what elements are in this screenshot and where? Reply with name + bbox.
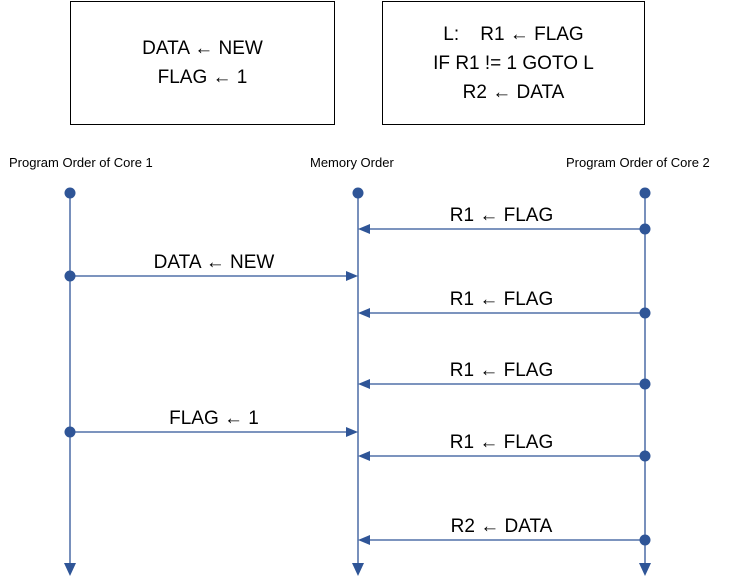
- core1-timeline-start-dot: [64, 187, 76, 199]
- message-label: R1 ← FLAG: [450, 289, 553, 310]
- message-label: R2 ← DATA: [451, 516, 553, 537]
- message-label: FLAG ← 1: [169, 408, 259, 429]
- core1-timeline-arrowhead: [64, 563, 76, 576]
- memory-timeline-label: Memory Order: [310, 155, 394, 170]
- message-source-dot: [639, 378, 651, 390]
- message-source-dot: [639, 307, 651, 319]
- message-arrowhead: [358, 224, 370, 234]
- message-arrowhead: [346, 271, 358, 281]
- message-source-dot: [639, 534, 651, 546]
- message-label: R1 ← FLAG: [450, 360, 553, 381]
- core2-timeline-label: Program Order of Core 2: [566, 155, 710, 170]
- message-source-dot: [64, 270, 76, 282]
- message-arrowhead: [358, 535, 370, 545]
- message-source-dot: [639, 450, 651, 462]
- message-label: DATA ← NEW: [154, 252, 275, 273]
- core2-timeline-arrowhead: [639, 563, 651, 576]
- message-source-dot: [639, 223, 651, 235]
- message-arrowhead: [346, 427, 358, 437]
- memory-timeline-arrowhead: [352, 563, 364, 576]
- core2-code-box: L: R1 ← FLAG IF R1 != 1 GOTO L R2 ← DATA: [382, 1, 645, 125]
- message-label: R1 ← FLAG: [450, 432, 553, 453]
- core1-timeline-label: Program Order of Core 1: [9, 155, 153, 170]
- core2-timeline-start-dot: [639, 187, 651, 199]
- memory-timeline-start-dot: [352, 187, 364, 199]
- message-arrowhead: [358, 308, 370, 318]
- message-arrowhead: [358, 379, 370, 389]
- core2-code-line-3: R2 ← DATA: [462, 81, 565, 103]
- core1-code-box: DATA ← NEW FLAG ← 1: [70, 1, 335, 125]
- core1-code-line-1: DATA ← NEW: [142, 38, 263, 59]
- core1-code-line-2: FLAG ← 1: [157, 67, 248, 88]
- core2-code-line-1: L: R1 ← FLAG: [443, 23, 584, 45]
- message-source-dot: [64, 426, 76, 438]
- message-label: R1 ← FLAG: [450, 205, 553, 226]
- message-arrowhead: [358, 451, 370, 461]
- core2-code-line-2: IF R1 != 1 GOTO L: [433, 52, 594, 74]
